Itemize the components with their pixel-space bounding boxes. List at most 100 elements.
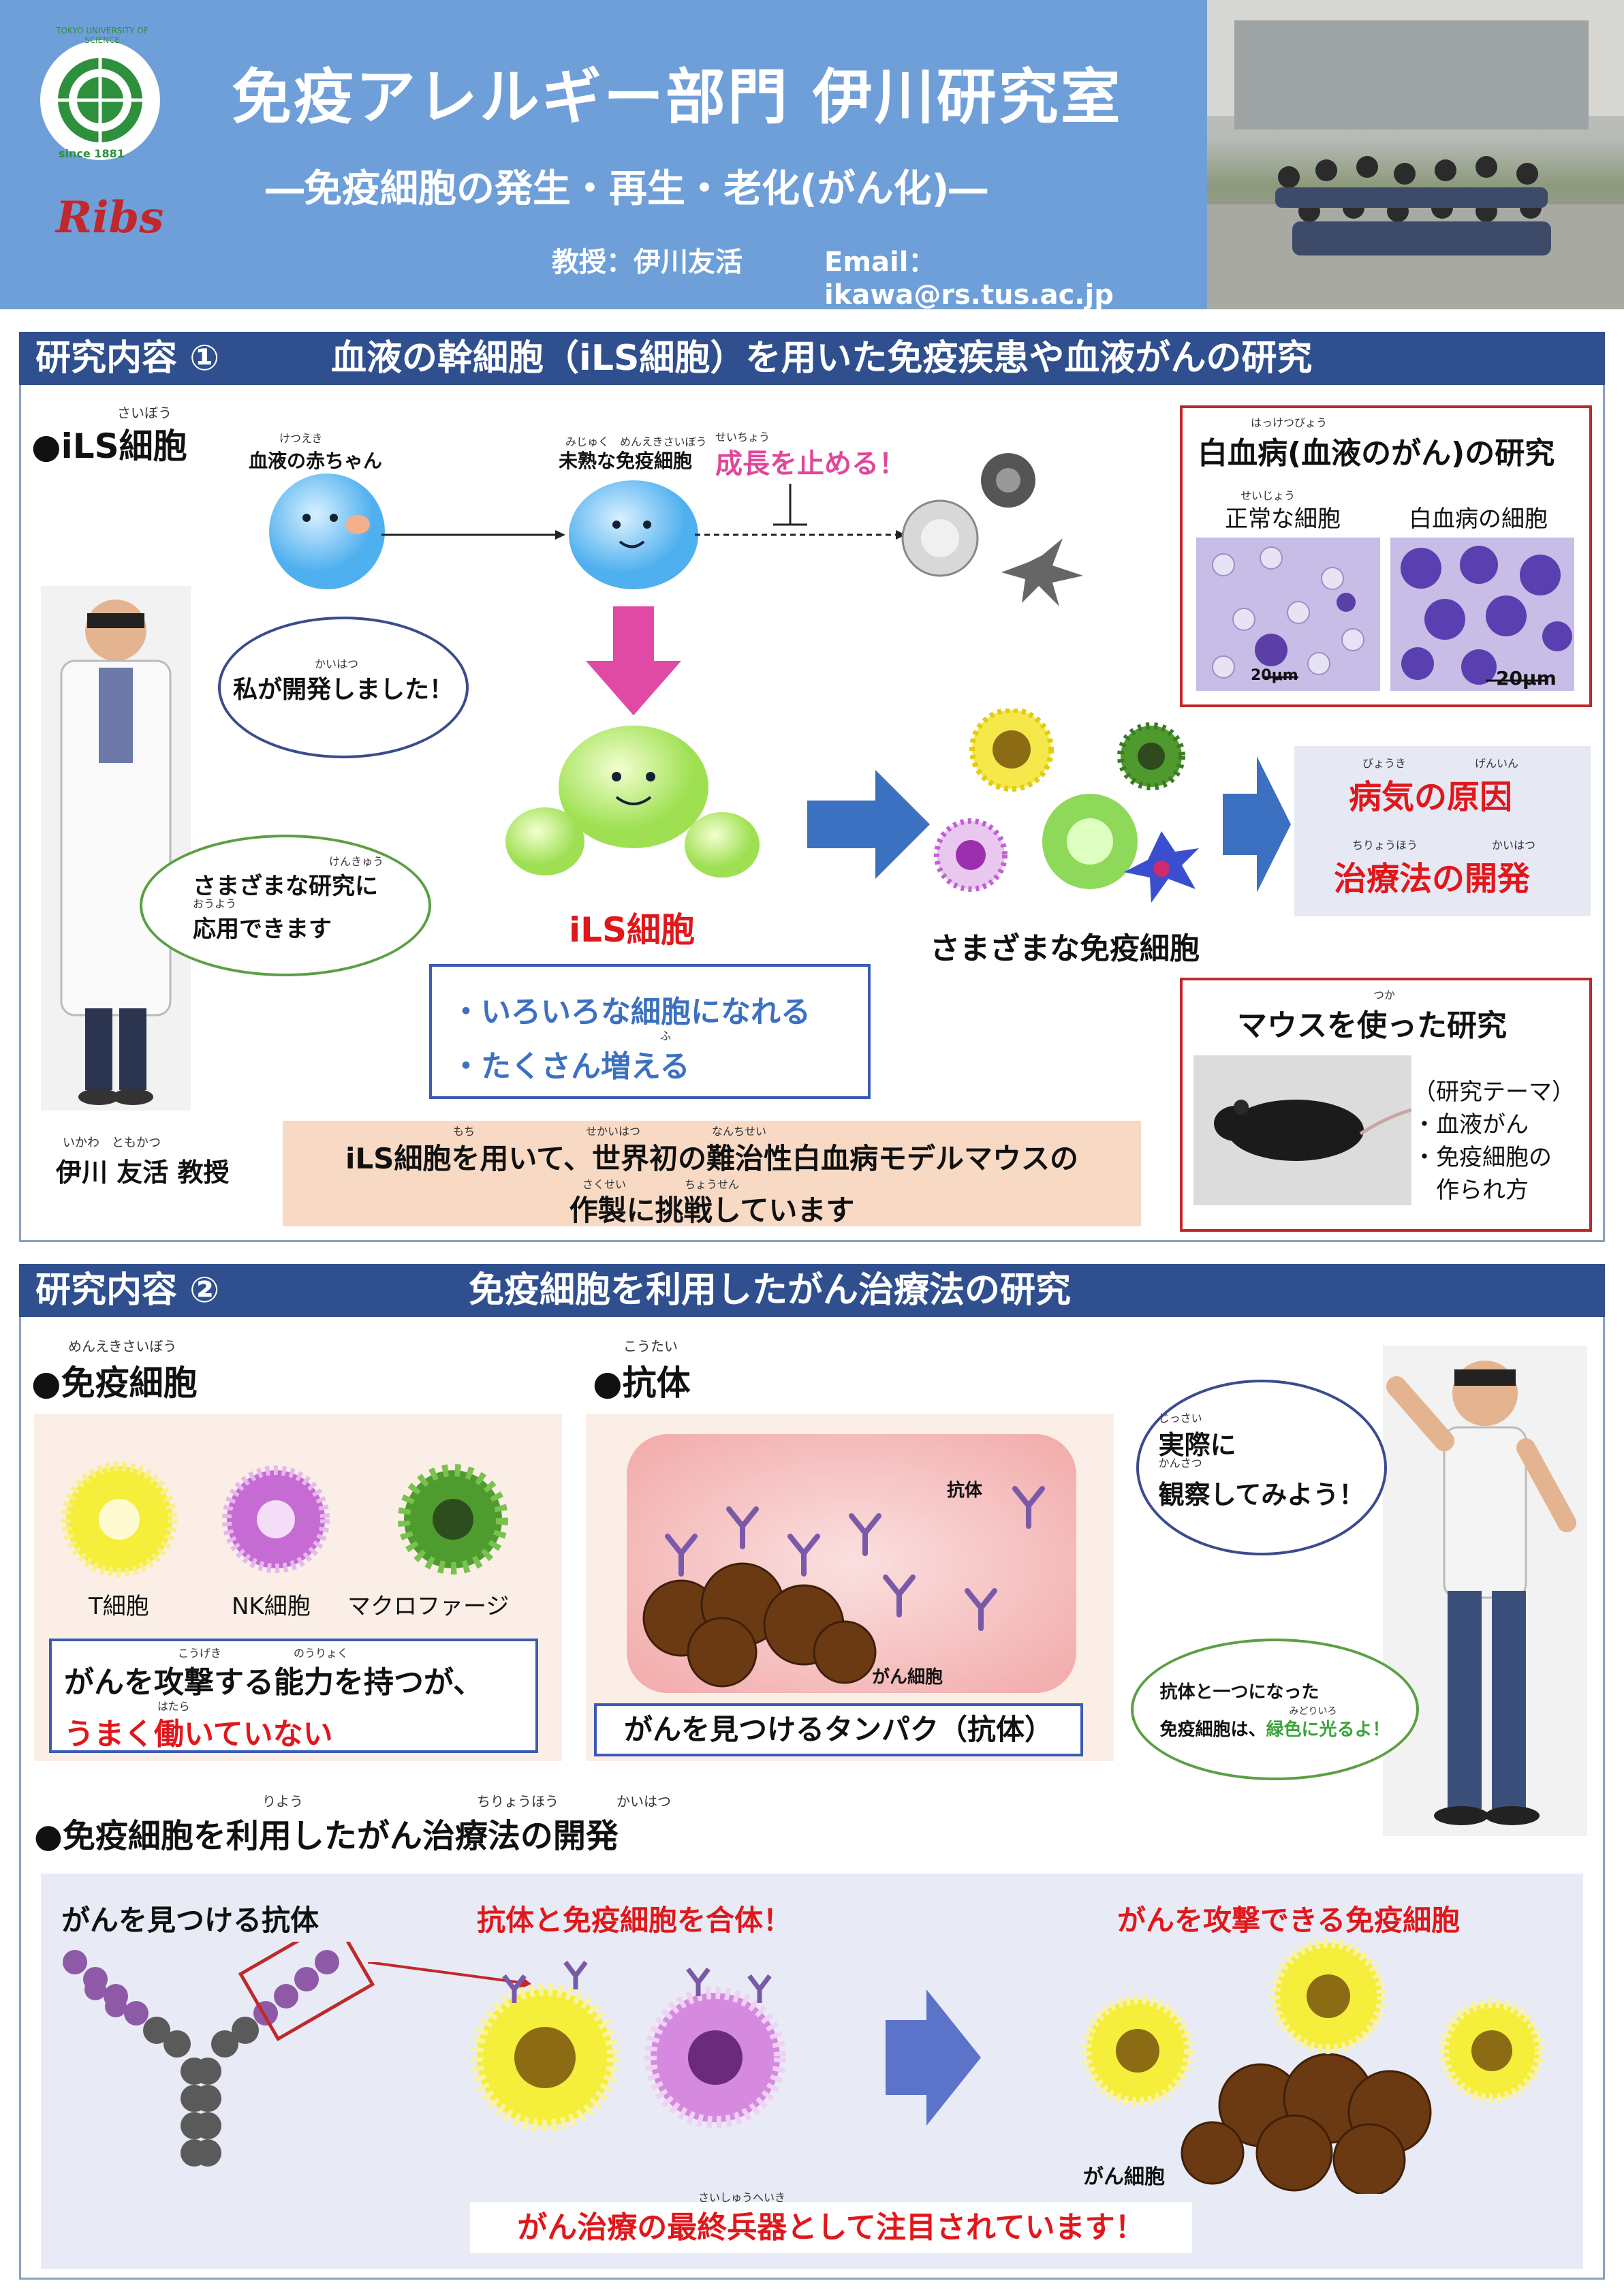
ruby-observe2: かんさつ <box>1158 1457 1202 1470</box>
antibody-caption: がんを見つけるタンパク（抗体） <box>594 1703 1083 1756</box>
dev-heading: ●免疫細胞を利用したがん治療法の開発 <box>34 1817 619 1855</box>
blue-right-arrow-3-icon <box>886 1989 981 2126</box>
ils-feature-1: ・いろいろな細胞になれる <box>451 995 811 1029</box>
logo-since: since 1881 <box>59 147 125 160</box>
cancer-cell-label: がん細胞 <box>872 1667 943 1688</box>
ruby-challenge5: ちょうせん <box>685 1178 740 1191</box>
various-immune-cells-icon <box>934 709 1199 903</box>
bubble-green: 抗体と一つになった みどりいろ 免疫細胞は、緑色に光るよ！ <box>1131 1639 1419 1780</box>
attack-line2: うまく働いていない <box>64 1717 333 1752</box>
ruby-therapy2: かいはつ <box>1492 839 1536 852</box>
bubble-green-line2b: 緑色に光るよ！ <box>1266 1720 1390 1740</box>
attack-cells-label: がんを攻撃できる免疫細胞 <box>1117 1904 1461 1937</box>
ruby-green: みどりいろ <box>1289 1706 1337 1717</box>
mouse-box: つか マウスを使った研究 （研究テーマ） ・血液がん ・免疫細胞の 作られ方 <box>1180 978 1592 1232</box>
antibody-panel: 抗体 がん細胞 がんを見つけるタンパク（抗体） <box>586 1414 1114 1761</box>
immature-label: 未熟な免疫細胞 <box>559 450 693 472</box>
ribs-logo: Ribs <box>56 192 164 243</box>
baby-blood-cell-icon <box>269 474 385 589</box>
immune-cells-panel: T細胞 NK細胞 マクロファージ こうげき のうりょく がんを攻撃する能力を持つ… <box>34 1414 562 1761</box>
section1-title: 血液の幹細胞（iLS細胞）を用いた免疫疾患や血液がんの研究 <box>331 338 1313 379</box>
ruby-weapon: さいしゅうへいき <box>698 2191 786 2204</box>
ils-features-box: ・いろいろな細胞になれる ふ ・たくさん増える <box>429 964 871 1099</box>
therapy-dev: 治療法の開発 <box>1334 860 1531 898</box>
combine-label: 抗体と免疫細胞を合体！ <box>477 1904 792 1937</box>
antibody-heading: ●抗体 <box>593 1363 691 1403</box>
ils-heading: ●iLS細胞 <box>31 426 187 466</box>
pink-down-arrow-icon <box>586 606 681 715</box>
cell-label-nk: NK細胞 <box>232 1593 311 1620</box>
ruby-challenge2: せかいはつ <box>586 1125 641 1138</box>
attack-line1: がんを攻撃する能力を持つが、 <box>64 1665 484 1700</box>
ruby-applied2: おうよう <box>193 897 237 910</box>
normal-cells-image <box>1196 538 1380 691</box>
mouse-title: マウスを使った研究 <box>1237 1008 1507 1043</box>
grey-cells-icon <box>901 453 1083 606</box>
university-logo-icon <box>40 40 160 160</box>
bubble-green-line1: 抗体と一つになった <box>1159 1682 1320 1703</box>
bubble-developed: かいはつ 私が開発しました！ <box>218 617 469 758</box>
ruby-attack3: はたら <box>157 1700 190 1713</box>
ruby-normal: せいじょう <box>1240 489 1296 502</box>
ruby-challenge3: なんちせい <box>712 1125 767 1138</box>
antibody-image-bg: 抗体 がん細胞 <box>627 1434 1076 1693</box>
ruby-therapy1: ちりょうほう <box>1352 839 1418 852</box>
ruby-feature: ふ <box>660 1029 672 1042</box>
lab-group-photo <box>1207 0 1624 309</box>
arrow-baby-to-immature <box>381 530 565 540</box>
logo-text: TOKYO UNIVERSITY OF SCIENCE <box>56 26 149 45</box>
ruby-challenge4: さくせい <box>582 1178 627 1191</box>
bubble-applied-line1: さまざまな研究に <box>193 873 378 900</box>
cell-label-t: T細胞 <box>89 1593 149 1620</box>
section2-label: 研究内容 ② <box>35 1270 220 1311</box>
bubble-applied: けんきゅう さまざまな研究に おうよう 応用できます <box>140 835 431 976</box>
stop-growth-label: 成長を止める！ <box>715 448 906 480</box>
scale-bar-2: 20μm <box>1496 667 1557 689</box>
combined-cells-icon <box>471 1960 786 2132</box>
ultimate-weapon-label: がん治療の最終兵器として注目されています！ <box>470 2202 1192 2253</box>
ruby-leukemia: はっけつびょう <box>1251 416 1328 429</box>
section1-bar: 研究内容 ① 血液の幹細胞（iLS細胞）を用いた免疫疾患や血液がんの研究 <box>19 332 1605 385</box>
immature-cell-icon <box>569 480 698 589</box>
ruby-dev2: ちりょうほう <box>477 1793 559 1810</box>
challenge-line2: 作製に挑戦しています <box>569 1194 855 1227</box>
blue-right-arrow-2-icon <box>1223 756 1291 893</box>
ruby-stop: せいちょう <box>715 431 770 444</box>
bubble-observe-line1: 実際に <box>1158 1430 1236 1460</box>
challenge-box: もち せかいはつ なんちせい iLS細胞を用いて、世界初の難治性白血病モデルマウ… <box>283 1121 1141 1227</box>
mouse-topic-1: ・血液がん <box>1413 1111 1529 1138</box>
ruby-immature: みじゅく めんえきさいぼう <box>565 435 707 448</box>
bubble-applied-line2: 応用できます <box>193 916 332 943</box>
leukemia-cells-label: 白血病の細胞 <box>1409 506 1548 533</box>
ruby-professor: いかわ ともかつ <box>63 1136 161 1150</box>
ils-feature-2: ・たくさん増える <box>451 1049 690 1084</box>
attack-box: こうげき のうりょく がんを攻撃する能力を持つが、 はたら うまく働いていない <box>49 1639 538 1753</box>
ruby-dev1: りよう <box>262 1793 303 1810</box>
ils-label: iLS細胞 <box>569 910 696 950</box>
ruby-disease1: びょうき <box>1362 757 1407 770</box>
ruby-challenge1: もち <box>453 1125 475 1138</box>
antibody-label: 抗体 <box>947 1480 983 1501</box>
section1-label: 研究内容 ① <box>35 338 220 379</box>
leukemia-box: はっけつびょう 白血病(血液のがん)の研究 せいじょう 正常な細胞 白血病の細胞… <box>1180 405 1592 707</box>
scale-bar-1: 20μm <box>1251 667 1298 684</box>
ruby-disease2: げんいん <box>1475 757 1519 770</box>
professor-label: 教授：伊川友活 <box>552 247 743 278</box>
email-label: Email：ikawa@rs.tus.ac.jp <box>824 247 1114 311</box>
ruby-attack1: こうげき <box>178 1647 222 1660</box>
dev-panel: がんを見つける抗体 抗体と免疫細胞を合体！ がんを攻撃できる免疫細胞 <box>41 1874 1583 2269</box>
ruby-dev3: かいはつ <box>616 1793 671 1810</box>
stop-arrow <box>695 484 906 540</box>
mouse-topic-0: （研究テーマ） <box>1413 1079 1575 1106</box>
antibody-structure-icon <box>63 1942 375 2167</box>
section2-title: 免疫細胞を利用したがん治療法の研究 <box>469 1270 1072 1311</box>
blue-right-arrow-icon <box>807 770 930 879</box>
ruby-baby: けつえき <box>279 432 323 445</box>
disease-box: びょうき げんいん 病気の原因 ちりょうほう かいはつ 治療法の開発 <box>1294 746 1591 916</box>
baby-label: 血液の赤ちゃん <box>249 450 383 472</box>
header-banner: since 1881 TOKYO UNIVERSITY OF SCIENCE R… <box>0 0 1207 311</box>
mouse-topic-3: 作られ方 <box>1413 1177 1529 1204</box>
ruby-developed: かいはつ <box>314 657 358 670</box>
find-antibody-label: がんを見つける抗体 <box>61 1904 319 1937</box>
cancer-cell-label-2: がん細胞 <box>1083 2165 1165 2189</box>
